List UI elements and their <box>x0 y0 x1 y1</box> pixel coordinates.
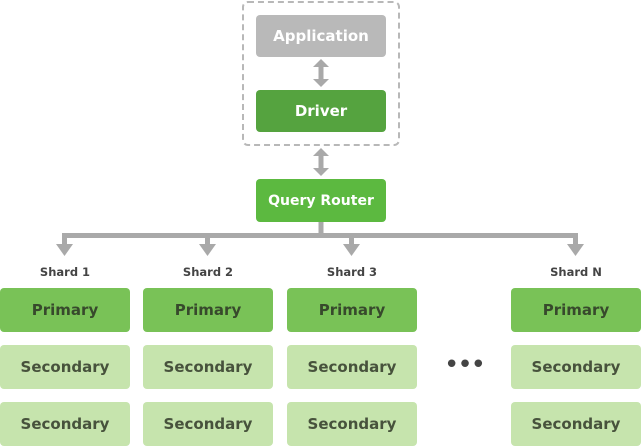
shard-bus <box>62 233 578 238</box>
app-driver-double-arrow <box>313 59 329 87</box>
shard-3-label: Shard 3 <box>326 265 378 279</box>
shard-2-label: Shard 2 <box>182 265 234 279</box>
application-box: Application <box>256 15 386 57</box>
shard-2-secondary-1: Secondary <box>143 345 273 389</box>
shard-2-arrow <box>199 233 216 256</box>
more-shards-ellipsis: ••• <box>443 350 486 380</box>
driver-box: Driver <box>256 90 386 132</box>
driver-router-double-arrow <box>313 148 329 176</box>
shard-1-secondary-1: Secondary <box>0 345 130 389</box>
shard-n-arrow <box>567 233 584 256</box>
query-router-box: Query Router <box>256 179 386 222</box>
shard-1-secondary-2: Secondary <box>0 402 130 446</box>
shard-3-secondary-2: Secondary <box>287 402 417 446</box>
shard-1-primary: Primary <box>0 288 130 332</box>
shard-2-secondary-2: Secondary <box>143 402 273 446</box>
shard-3-primary: Primary <box>287 288 417 332</box>
shard-1-arrow <box>56 233 73 256</box>
shard-1-label: Shard 1 <box>39 265 91 279</box>
shard-n-label: Shard N <box>550 265 602 279</box>
shard-n-primary: Primary <box>511 288 641 332</box>
client-group-dashed-border <box>242 1 400 146</box>
shard-3-arrow <box>343 233 360 256</box>
shard-2-primary: Primary <box>143 288 273 332</box>
shard-n-secondary-2: Secondary <box>511 402 641 446</box>
shard-n-secondary-1: Secondary <box>511 345 641 389</box>
shard-3-secondary-1: Secondary <box>287 345 417 389</box>
router-stem <box>318 222 324 237</box>
